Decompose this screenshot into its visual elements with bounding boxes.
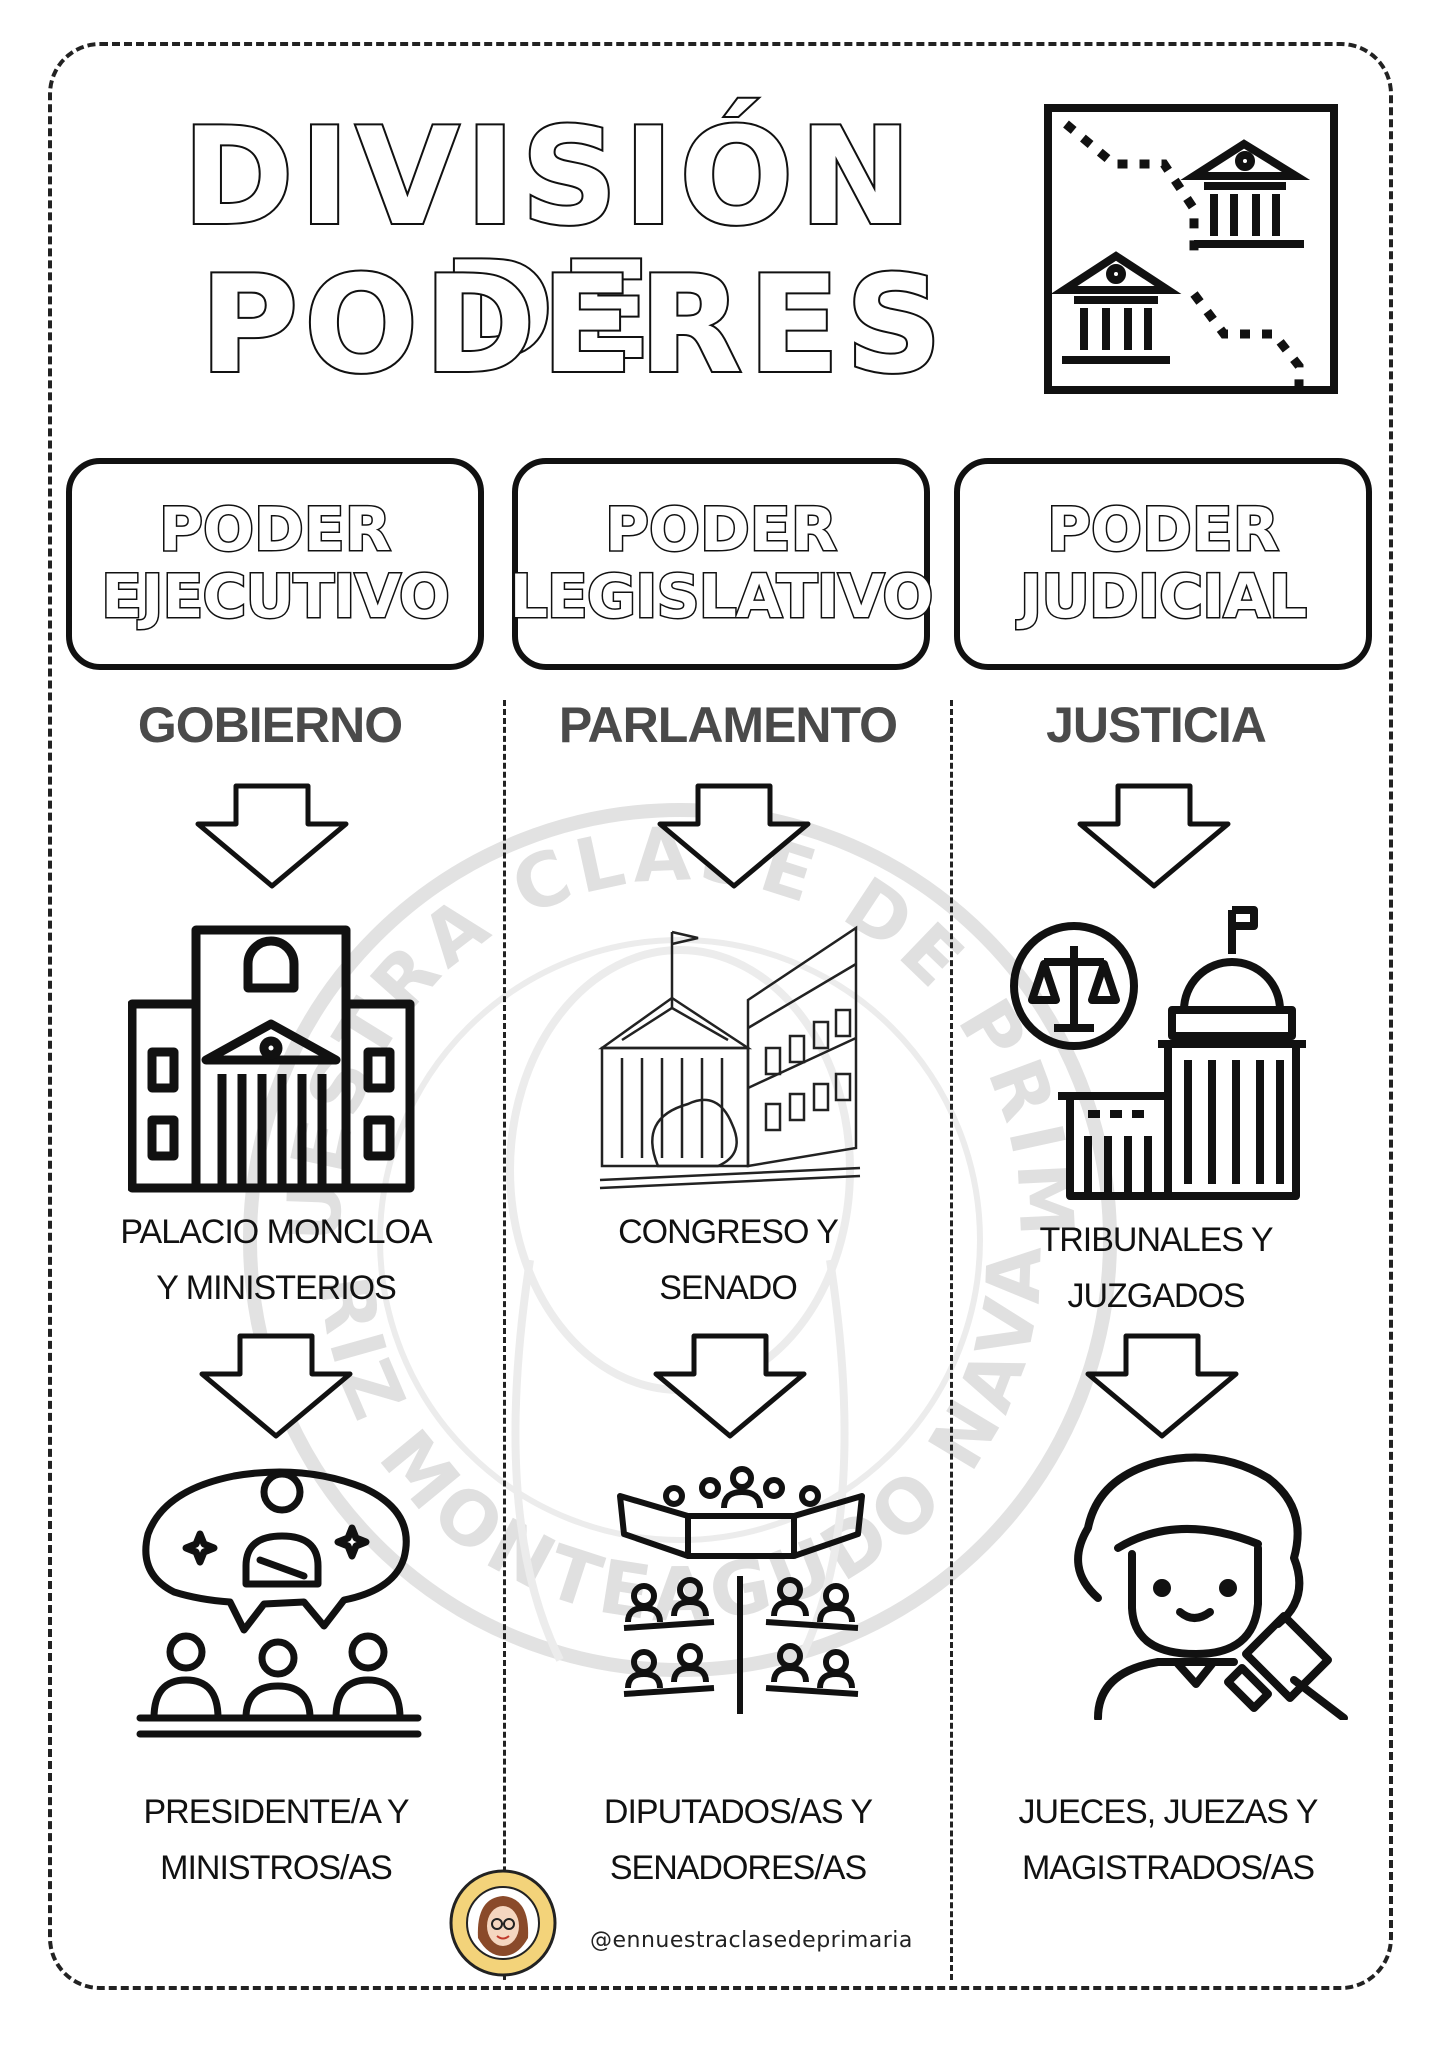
box-label-line2: LEGISLATIVO	[508, 562, 935, 632]
box-label-line1: PODER	[158, 494, 393, 565]
title-line-1: DIVISIÓN DE	[180, 99, 918, 389]
down-arrow-icon	[1085, 1333, 1239, 1439]
members-line2: MAGISTRADOS/AS	[1021, 1849, 1315, 1887]
down-arrow-icon	[653, 1333, 807, 1439]
box-poder-ejecutivo: PODER EJECUTIVO	[66, 458, 484, 670]
box-label-line1: PODER	[604, 494, 839, 565]
congreso-building-icon	[598, 925, 861, 1190]
map-buildings-icon	[1044, 104, 1338, 394]
judge-gavel-icon	[1074, 1453, 1348, 1720]
down-arrow-icon	[1077, 783, 1231, 889]
place-label: CONGRESO Y SENADO	[518, 1204, 938, 1316]
title-line-2: PODERES	[198, 247, 949, 403]
members-line1: PRESIDENTE/A Y	[143, 1793, 409, 1831]
box-poder-judicial: PODER JUDICIAL	[954, 458, 1372, 670]
place-label: PALACIO MONCLOA Y MINISTERIOS	[66, 1204, 486, 1316]
down-arrow-icon	[657, 783, 811, 889]
members-line2: MINISTROS/AS	[160, 1849, 393, 1887]
place-line1: PALACIO MONCLOA	[120, 1213, 432, 1251]
courthouse-scales-icon	[1010, 906, 1306, 1200]
place-line2: JUZGADOS	[1067, 1277, 1245, 1315]
organ-parlamento: PARLAMENTO	[558, 697, 898, 753]
column-divider	[503, 700, 506, 1980]
members-label: JUECES, JUEZAS Y MAGISTRADOS/AS	[958, 1784, 1378, 1896]
place-line1: CONGRESO Y	[618, 1213, 839, 1251]
members-label: PRESIDENTE/A Y MINISTROS/AS	[66, 1784, 486, 1896]
box-label-line1: PODER	[1046, 494, 1281, 565]
parliament-seats-icon	[617, 1466, 865, 1714]
box-label-line2: JUDICIAL	[1018, 562, 1308, 632]
down-arrow-icon	[199, 1333, 353, 1439]
place-label: TRIBUNALES Y JUZGADOS	[946, 1212, 1366, 1324]
place-line2: Y MINISTERIOS	[156, 1269, 397, 1307]
box-poder-legislativo: PODER LEGISLATIVO	[508, 458, 935, 670]
down-arrow-icon	[195, 783, 349, 889]
page-frame	[48, 42, 1393, 1990]
column-divider	[950, 700, 953, 1980]
organ-gobierno: GOBIERNO	[137, 697, 403, 753]
watermark-seal: EN NUESTRA CLASE DE PRIMARIA BEATRIZ MON…	[230, 700, 1117, 1677]
president-ministers-icon	[136, 1468, 422, 1738]
palace-building-icon	[128, 925, 415, 1193]
social-handle: @ennuestraclasedeprimaria	[590, 1928, 913, 1953]
place-line2: SENADO	[659, 1269, 798, 1307]
box-label-line2: EJECUTIVO	[100, 562, 452, 632]
organ-justicia: JUSTICIA	[1046, 697, 1267, 753]
place-line1: TRIBUNALES Y	[1039, 1221, 1273, 1259]
members-line1: JUECES, JUEZAS Y	[1018, 1793, 1319, 1831]
members-line2: SENADORES/AS	[609, 1849, 867, 1887]
members-line1: DIPUTADOS/AS Y	[603, 1793, 873, 1831]
author-badge-logo	[449, 1869, 557, 1977]
members-label: DIPUTADOS/AS Y SENADORES/AS	[528, 1784, 948, 1896]
